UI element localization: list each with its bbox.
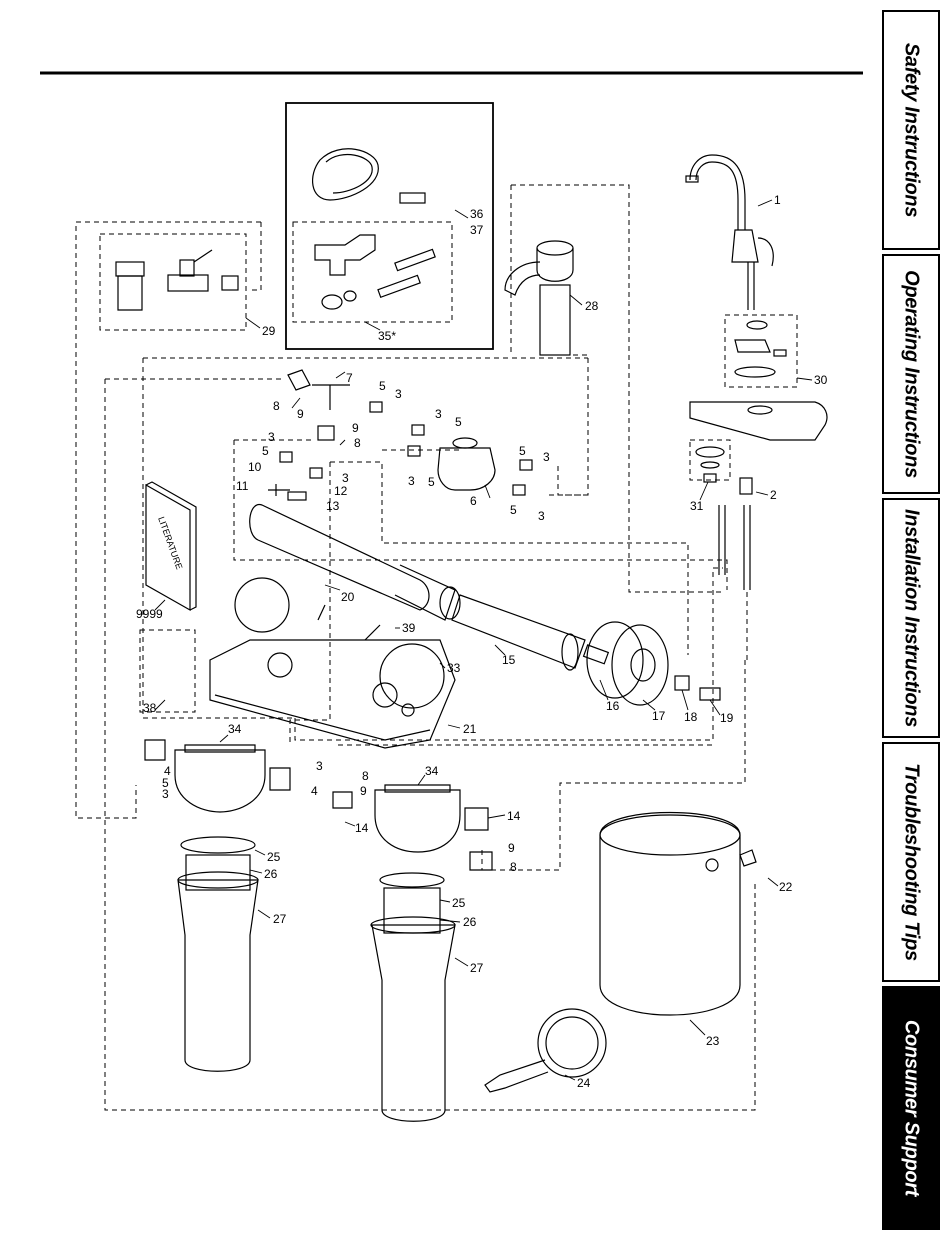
label-p18: 18 (684, 710, 698, 724)
label-p9d: 9 (508, 841, 515, 855)
faucet (686, 155, 773, 310)
label-p8a: 8 (273, 399, 280, 413)
parts-diagram-svg: LITERATURE 1 2 3 3 3 3 3 3 3 3 3 4 4 5 5… (0, 0, 880, 1241)
label-p10: 10 (248, 460, 262, 474)
storage-tank (600, 813, 756, 1016)
part-labels: 1 2 3 3 3 3 3 3 3 3 3 4 4 5 5 5 5 5 5 5 … (136, 193, 828, 1090)
label-p8c: 8 (362, 769, 369, 783)
label-p22: 22 (779, 880, 793, 894)
label-p26b: 26 (463, 915, 477, 929)
label-p27a: 27 (273, 912, 287, 926)
label-p19: 19 (720, 711, 734, 725)
label-p3h: 3 (316, 759, 323, 773)
label-p3b: 3 (395, 387, 402, 401)
label-p17: 17 (652, 709, 666, 723)
label-p4b: 4 (311, 784, 318, 798)
label-p11: 11 (236, 479, 249, 493)
label-p8d: 8 (510, 860, 517, 874)
tab-label: Operating Instructions (900, 270, 923, 478)
tab-operating-instructions[interactable]: Operating Instructions (882, 254, 940, 494)
label-p5b: 5 (379, 379, 386, 393)
label-p34b: 34 (425, 764, 439, 778)
label-p23: 23 (706, 1034, 720, 1048)
feed-valve (116, 250, 238, 310)
label-p33: 33 (447, 661, 461, 675)
tab-label: Safety Instructions (900, 43, 923, 217)
label-p35: 35* (378, 329, 396, 343)
label-p9a: 9 (297, 407, 304, 421)
label-p5d: 5 (428, 475, 435, 489)
label-p31: 31 (690, 499, 704, 513)
screw-detail (235, 578, 444, 708)
label-p3e: 3 (408, 474, 415, 488)
tab-label: Installation Instructions (900, 509, 923, 727)
housing-cap (587, 622, 720, 705)
label-p38: 38 (143, 701, 157, 715)
label-p7: 7 (346, 371, 353, 385)
label-p3g: 3 (538, 509, 545, 523)
label-p15: 15 (502, 653, 516, 667)
tab-safety-instructions[interactable]: Safety Instructions (882, 10, 940, 250)
label-p5g: 5 (162, 776, 169, 790)
kit-box (286, 103, 493, 349)
label-p5c: 5 (455, 415, 462, 429)
tab-label: Troubleshooting Tips (900, 763, 923, 961)
label-p14a: 14 (355, 821, 369, 835)
assembly-guide-lines (76, 185, 797, 1110)
label-p20: 20 (341, 590, 355, 604)
label-p25b: 25 (452, 896, 466, 910)
label-p16: 16 (606, 699, 620, 713)
label-p3a: 3 (268, 430, 275, 444)
label-p14b: 14 (507, 809, 521, 823)
label-p9999: 9999 (136, 607, 163, 621)
label-p9b: 9 (352, 421, 359, 435)
section-tabs: Safety Instructions Operating Instructio… (882, 10, 944, 1230)
tab-consumer-support[interactable]: Consumer Support (882, 986, 940, 1230)
label-p5e: 5 (519, 444, 526, 458)
label-p28: 28 (585, 299, 599, 313)
label-p27b: 27 (470, 961, 484, 975)
filter-housing-left (178, 837, 258, 1071)
label-p39: 39 (402, 621, 416, 635)
label-p13: 13 (326, 499, 340, 513)
airgap-parts (696, 447, 752, 590)
label-p3c: 3 (435, 407, 442, 421)
label-p30: 30 (814, 373, 828, 387)
mounting-bracket (210, 640, 455, 748)
label-p5f: 5 (510, 503, 517, 517)
drain-saddle (505, 241, 573, 355)
faucet-base-parts (690, 321, 827, 440)
label-p29: 29 (262, 324, 276, 338)
label-p1: 1 (774, 193, 781, 207)
membrane-element (452, 595, 608, 670)
label-p2: 2 (770, 488, 777, 502)
label-p5a: 5 (262, 444, 269, 458)
tab-troubleshooting-tips[interactable]: Troubleshooting Tips (882, 742, 940, 982)
label-p37: 37 (470, 223, 484, 237)
label-p36: 36 (470, 207, 484, 221)
shutoff-valve (408, 438, 532, 495)
label-p6: 6 (470, 494, 477, 508)
label-p21: 21 (463, 722, 477, 736)
filter-housing-right (371, 873, 455, 1121)
label-p9c: 9 (360, 784, 367, 798)
label-p3f: 3 (543, 450, 550, 464)
label-p34a: 34 (228, 722, 242, 736)
label-p25a: 25 (267, 850, 281, 864)
literature-cover-text: LITERATURE (156, 515, 184, 570)
label-p24: 24 (577, 1076, 591, 1090)
label-p8b: 8 (354, 436, 361, 450)
tubing-kit (313, 149, 436, 309)
tab-label: Consumer Support (900, 1020, 923, 1196)
label-p26a: 26 (264, 867, 278, 881)
label-p12: 12 (334, 484, 348, 498)
membrane-housing (250, 504, 460, 620)
label-p3d: 3 (342, 471, 349, 485)
tab-installation-instructions[interactable]: Installation Instructions (882, 498, 940, 738)
